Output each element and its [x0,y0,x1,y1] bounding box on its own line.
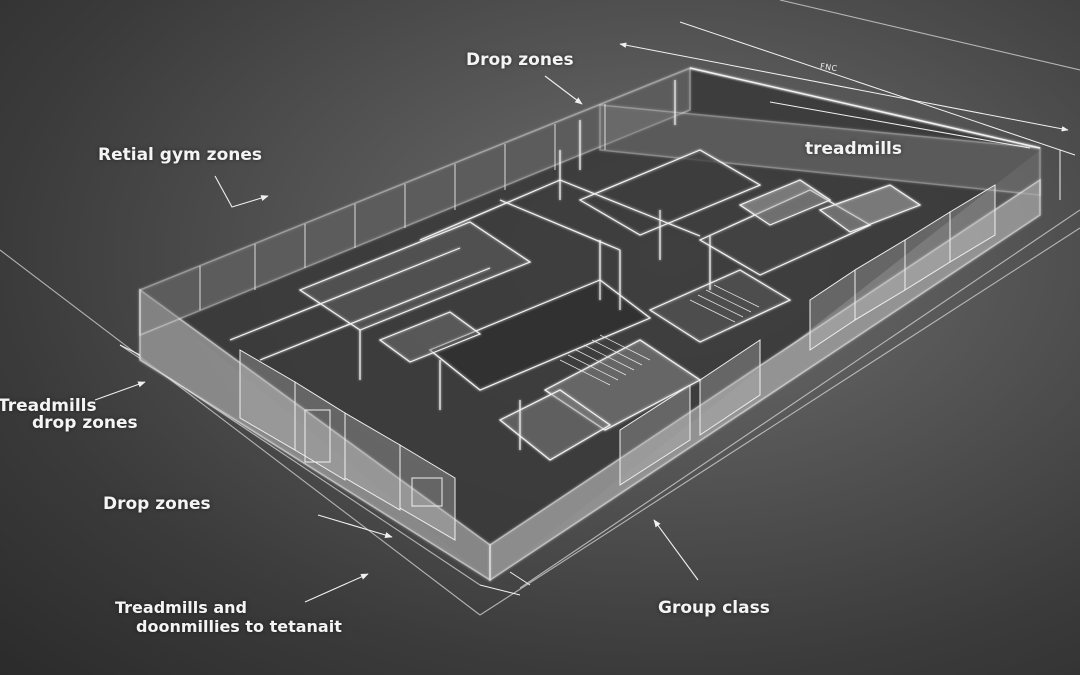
label-treadmills-and-line1: Treadmills and [115,598,248,617]
right-wall-panels [619,184,996,486]
annotation-arrows [94,75,699,603]
arrow-group-class [653,519,699,581]
arrow-treadmills-and [304,573,369,603]
arrow-drop-zones-top [544,75,583,105]
interior-partitions [229,120,922,461]
label-drop-zones-top: Drop zones [466,50,574,70]
stair-hatching [559,284,760,386]
label-treadmills-and-line2: doonmillies to tetanait [136,617,342,636]
arrow-drop-zones-left [317,514,393,538]
arrow-retail-gym [214,175,269,208]
label-treadmills-drop-line2: drop zones [32,413,138,433]
label-treadmills-right: treadmills [805,139,902,159]
label-group-class: Group class [658,598,770,618]
front-wall-panels [239,349,456,541]
back-wall-mullions [199,104,606,310]
dimension-lines [119,21,1076,596]
label-drop-zones-left: Drop zones [103,494,211,514]
label-retail-gym-zones: Retial gym zones [98,145,262,165]
arrow-treadmills-drop [94,381,146,401]
label-treadmills-drop-line1: Treadmills [0,396,97,416]
